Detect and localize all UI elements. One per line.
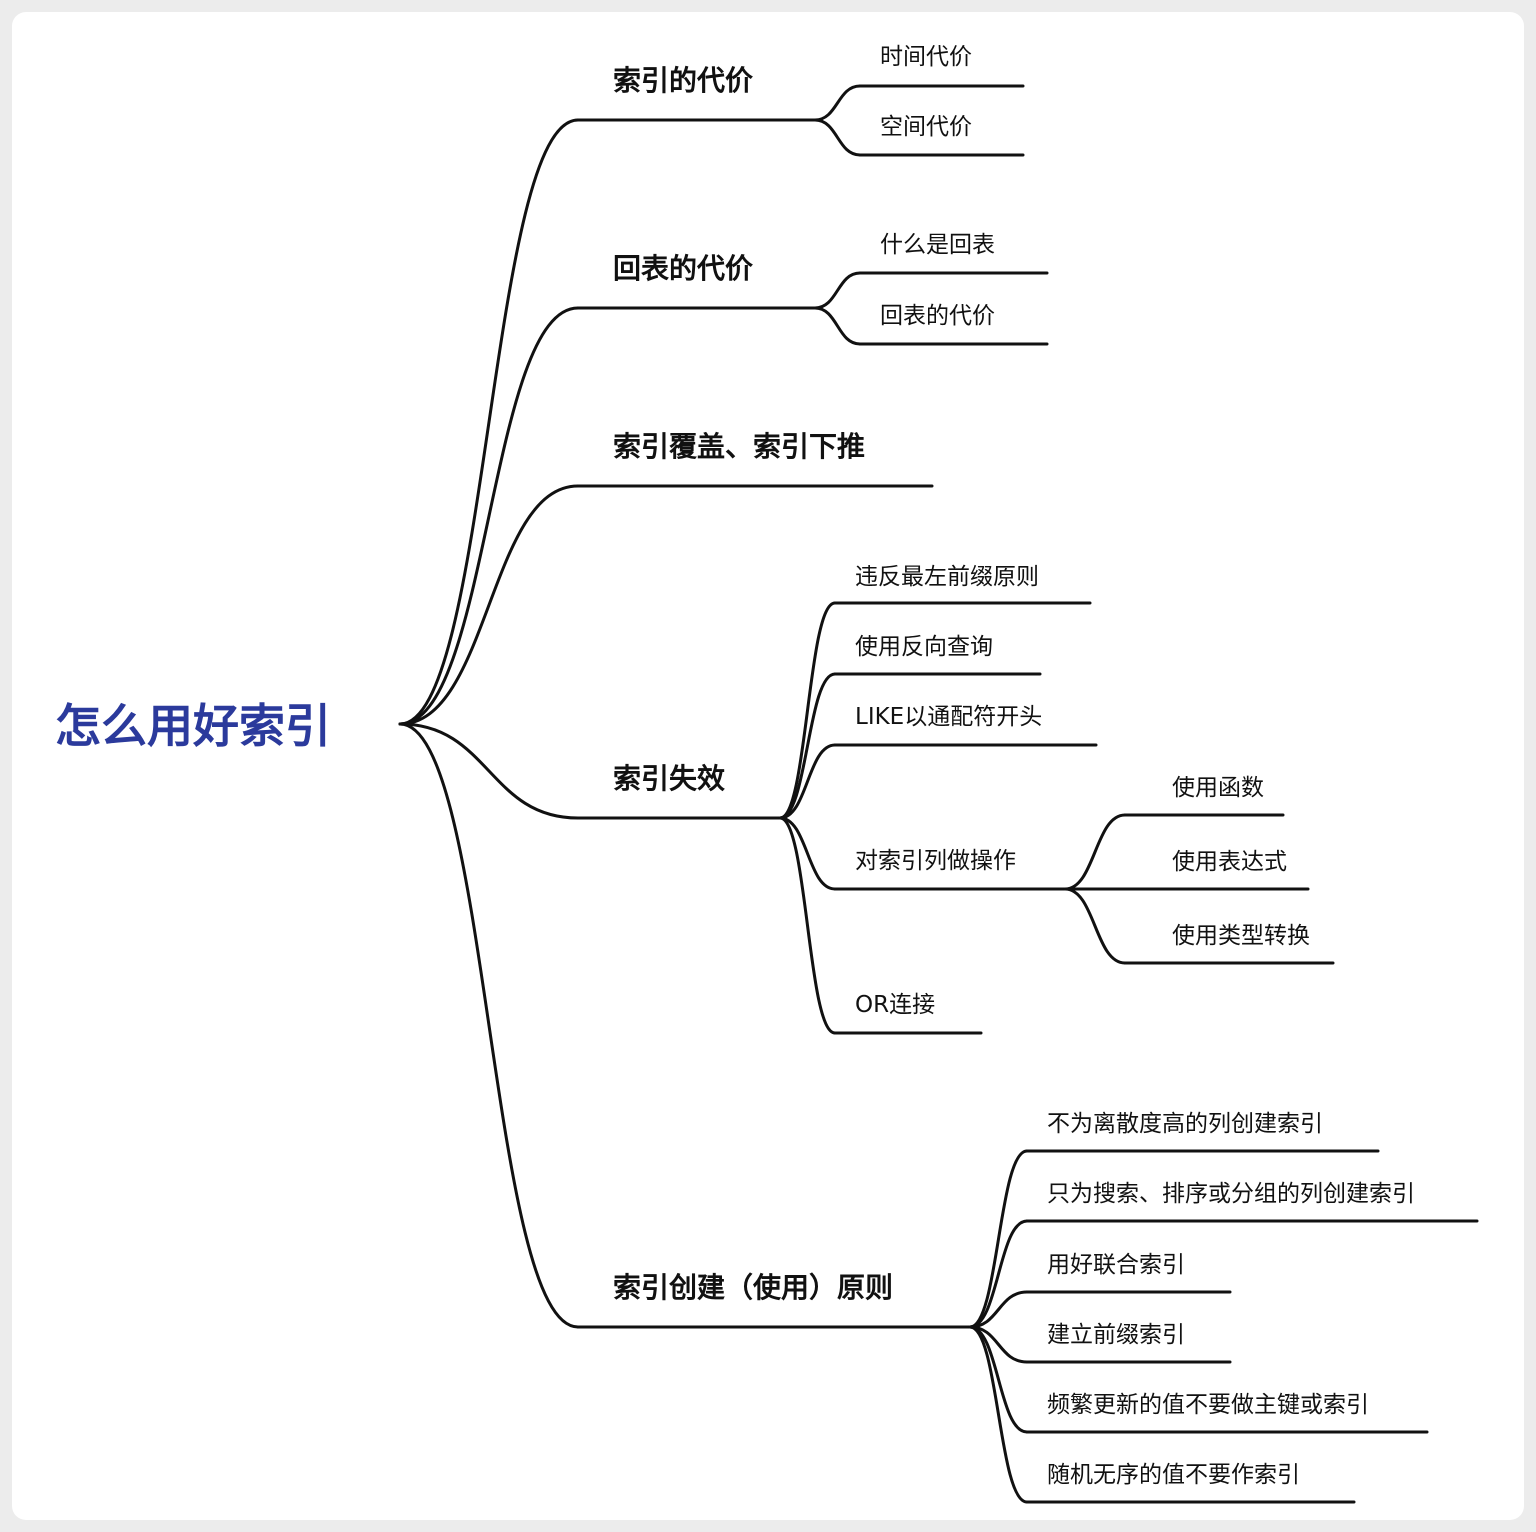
edge-root-branch-0 [398,118,580,726]
subtopic-4-2[interactable]: 用好联合索引 [1047,1252,1185,1278]
edge-root-branch-2 [398,484,580,726]
leaf-topic-2[interactable]: 使用类型转换 [1172,923,1310,949]
subtopic-4-4[interactable]: 频繁更新的值不要做主键或索引 [1047,1392,1369,1418]
subtopic-3-1[interactable]: 使用反向查询 [855,634,993,660]
branch-topic-4[interactable]: 索引创建（使用）原则 [613,1271,893,1304]
edge-branch-4-child-2 [968,1290,1029,1329]
subtopic-3-2[interactable]: LIKE以通配符开头 [855,704,1042,730]
branch-topic-2[interactable]: 索引覆盖、索引下推 [613,430,865,463]
edge-branch-3-child-1 [778,672,837,820]
edge-root-branch-4 [398,722,580,1329]
subtopic-4-0[interactable]: 不为离散度高的列创建索引 [1047,1111,1323,1137]
subtopic-1-1[interactable]: 回表的代价 [880,303,995,329]
mindmap-card: 怎么用好索引 索引的代价 时间代价空间代价回表的代价 什么是回表回表的代价索引覆盖、索… [12,12,1524,1520]
edge-branch-4-child-1 [968,1219,1029,1329]
mindmap-edges [398,84,1479,1504]
edge-branch-4-child-5 [968,1325,1029,1504]
branch-topic-1[interactable]: 回表的代价 [613,252,754,285]
subtopic-4-1[interactable]: 只为搜索、排序或分组的列创建索引 [1047,1181,1415,1207]
leaf-topic-1[interactable]: 使用表达式 [1172,849,1287,875]
edge-subtopic-3-3-leaf-0 [1063,813,1127,891]
branch-topic-0[interactable]: 索引的代价 [613,64,754,97]
leaf-topic-0[interactable]: 使用函数 [1172,775,1264,801]
edge-branch-3-child-0 [778,601,837,820]
subtopic-0-1[interactable]: 空间代价 [880,114,972,140]
subtopic-4-5[interactable]: 随机无序的值不要作索引 [1047,1462,1300,1488]
edge-branch-1-child-1 [813,306,862,346]
edge-branch-1-child-0 [813,271,862,310]
subtopic-3-3[interactable]: 对索引列做操作 [855,848,1016,874]
subtopic-1-0[interactable]: 什么是回表 [880,232,995,258]
edge-branch-3-child-2 [778,743,837,820]
edge-subtopic-3-3-leaf-2 [1063,887,1127,965]
edge-branch-4-child-3 [968,1325,1029,1364]
edge-root-branch-1 [398,306,580,726]
subtopic-0-0[interactable]: 时间代价 [880,44,972,70]
edge-root-branch-3 [398,722,580,820]
edge-branch-0-child-0 [813,84,862,122]
edge-branch-0-child-1 [813,118,862,157]
subtopic-4-3[interactable]: 建立前缀索引 [1047,1322,1185,1348]
edge-branch-3-child-4 [778,816,837,1035]
branch-topic-3[interactable]: 索引失效 [613,762,725,795]
edge-branch-3-child-3 [778,816,837,891]
subtopic-3-4[interactable]: OR连接 [855,992,935,1018]
edge-branch-4-child-0 [968,1149,1029,1329]
root-topic[interactable]: 怎么用好索引 [55,699,331,753]
subtopic-3-0[interactable]: 违反最左前缀原则 [855,564,1039,590]
